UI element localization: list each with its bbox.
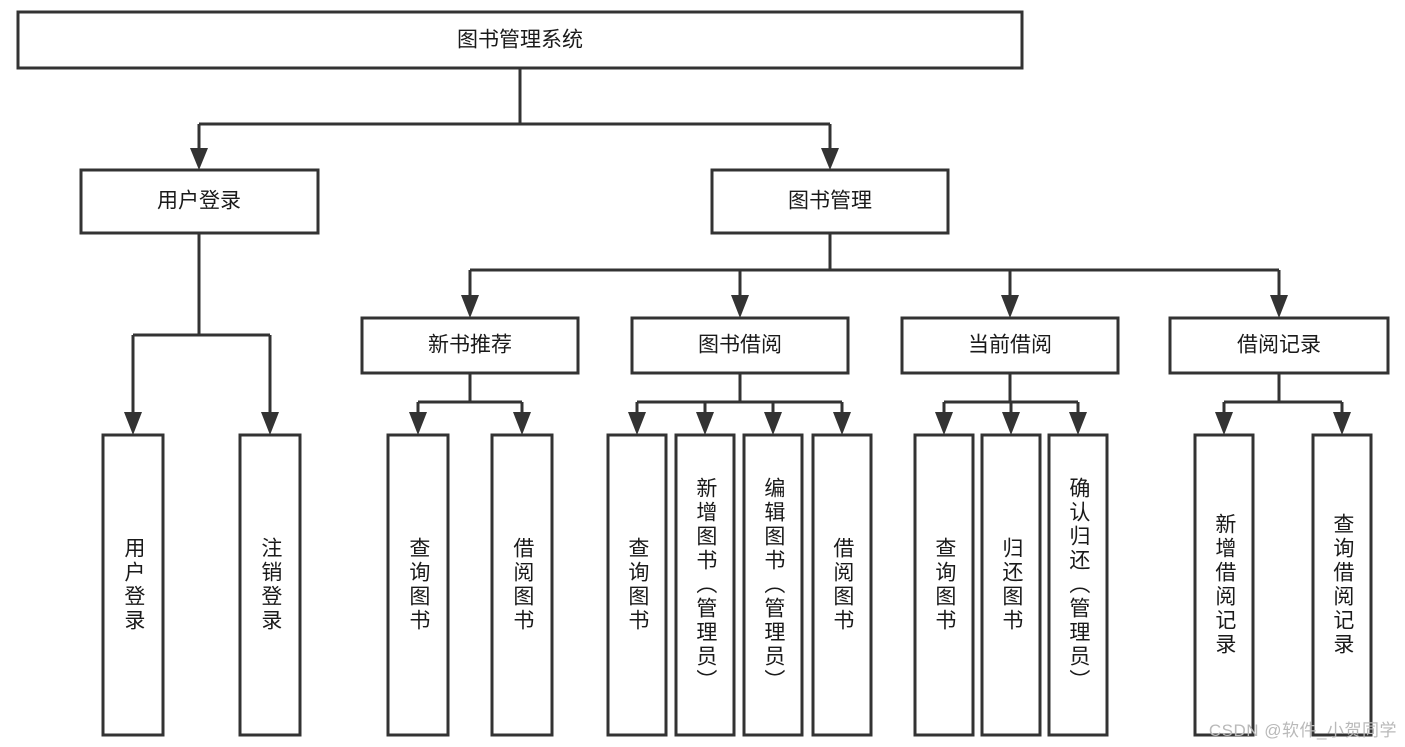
leaf-borrowrecord-query-box[interactable]	[1311, 433, 1373, 737]
arrowhead-user-login	[190, 148, 208, 170]
arrowhead-newbook-leaf-2	[513, 412, 531, 435]
arrowhead-currentborrow-leaf-2	[1002, 412, 1020, 435]
arrowhead-current-borrow	[1001, 295, 1019, 318]
horizontal-label-group: 图书管理系统 用户登录 图书管理 新书推荐 图书借阅 当前借阅 借阅记录	[157, 29, 1321, 357]
node-new-book-recommend-box[interactable]	[360, 316, 580, 375]
node-book-manage-label: 图书管理	[788, 190, 872, 213]
node-user-login-label: 用户登录	[157, 190, 241, 213]
node-book-manage-box[interactable]	[710, 168, 950, 235]
leaf-borrowrecord-add-box[interactable]	[1193, 433, 1255, 737]
csdn-watermark: CSDN @软件_小贺同学	[1208, 721, 1397, 740]
node-new-book-recommend-label: 新书推荐	[428, 334, 512, 357]
node-book-borrow-label: 图书借阅	[698, 334, 782, 357]
arrowhead-newbook-leaf-1	[409, 412, 427, 435]
leaf-bookborrow-edit-box[interactable]	[742, 433, 804, 737]
node-box-group	[16, 10, 1390, 737]
leaf-currentborrow-confirm-box[interactable]	[1047, 433, 1109, 737]
leaf-currentborrow-return-box[interactable]	[980, 433, 1042, 737]
arrowhead-book-manage	[821, 148, 839, 170]
arrowhead-bookborrow-leaf-4	[833, 412, 851, 435]
arrowhead-borrowrecord-leaf-1	[1215, 412, 1233, 435]
leaf-currentborrow-query-box[interactable]	[913, 433, 975, 737]
leaf-newbook-query-box[interactable]	[386, 433, 450, 737]
node-borrow-record-box[interactable]	[1168, 316, 1390, 375]
arrowhead-leaf-user-login	[124, 412, 142, 435]
arrowhead-borrow-record	[1270, 295, 1288, 318]
arrowhead-borrowrecord-leaf-2	[1333, 412, 1351, 435]
leaf-bookborrow-query-box[interactable]	[606, 433, 668, 737]
node-book-borrow-box[interactable]	[630, 316, 850, 375]
arrowhead-currentborrow-leaf-1	[935, 412, 953, 435]
arrowhead-bookborrow-leaf-2	[696, 412, 714, 435]
node-root-box[interactable]	[16, 10, 1024, 70]
arrowhead-currentborrow-leaf-3	[1069, 412, 1087, 435]
node-borrow-record-label: 借阅记录	[1237, 334, 1321, 357]
arrowhead-book-borrow	[731, 295, 749, 318]
arrowhead-bookborrow-leaf-1	[628, 412, 646, 435]
arrowhead-new-book-recommend	[461, 295, 479, 318]
leaf-newbook-borrow-box[interactable]	[490, 433, 554, 737]
leaf-bookborrow-borrow-box[interactable]	[811, 433, 873, 737]
leaf-logout-box[interactable]	[238, 433, 302, 737]
leaf-bookborrow-add-box[interactable]	[674, 433, 736, 737]
leaf-user-login-box[interactable]	[101, 433, 165, 737]
node-current-borrow-label: 当前借阅	[968, 334, 1052, 357]
connector-group	[124, 68, 1351, 435]
node-current-borrow-box[interactable]	[900, 316, 1120, 375]
node-root-label: 图书管理系统	[457, 29, 583, 52]
arrowhead-leaf-logout	[261, 412, 279, 435]
arrowhead-bookborrow-leaf-3	[764, 412, 782, 435]
node-user-login-box[interactable]	[79, 168, 320, 235]
